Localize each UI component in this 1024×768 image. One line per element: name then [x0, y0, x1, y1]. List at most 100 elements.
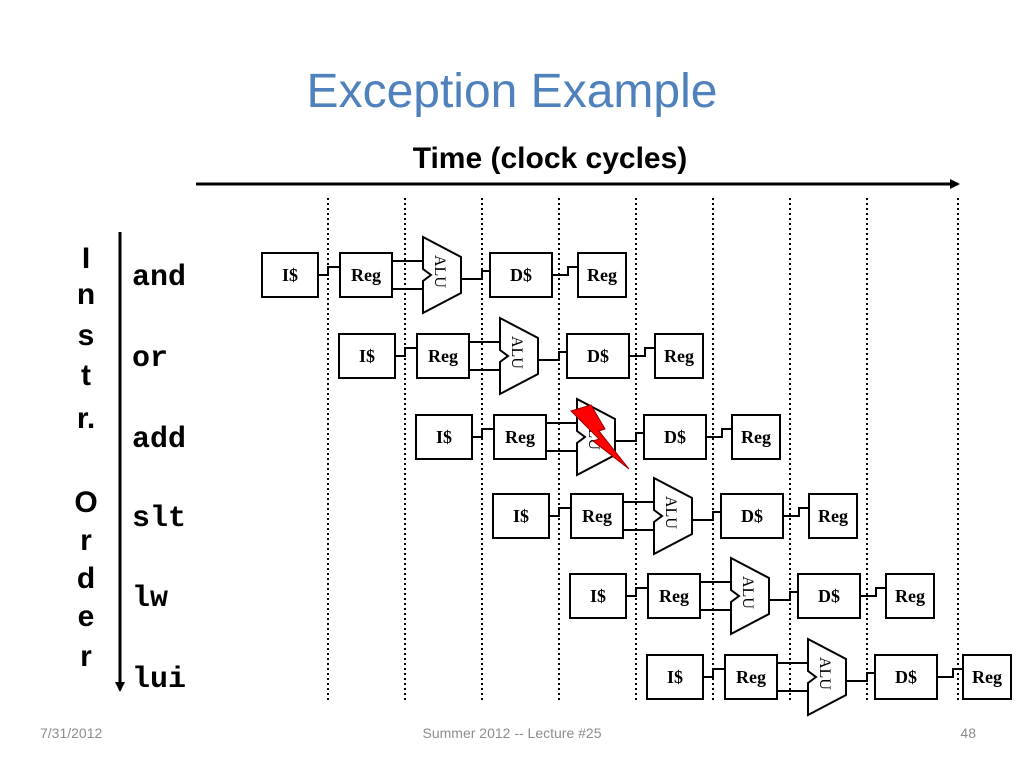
wire — [318, 266, 340, 276]
stage-fetch-label: I$ — [436, 427, 452, 447]
stage-memory — [720, 493, 784, 539]
stage-execute-label: ALU — [816, 657, 833, 690]
order-label-char: r — [80, 524, 92, 557]
instruction-label: lui — [132, 663, 186, 697]
stage-fetch — [261, 252, 319, 298]
instruction-label: or — [132, 342, 168, 376]
wire — [937, 668, 963, 678]
stage-decode-label: Reg — [351, 265, 381, 285]
stage-memory-label: D$ — [895, 667, 917, 687]
stage-writeback — [808, 493, 858, 539]
pipeline-rows: andI$RegALUD$RegorI$RegALUD$RegaddI$RegA… — [132, 235, 1012, 717]
stage-decode-label: Reg — [582, 506, 612, 526]
stage-memory-label: D$ — [510, 265, 532, 285]
stage-decode-label: Reg — [659, 586, 689, 606]
stage-memory-label: D$ — [741, 506, 763, 526]
stage-execute — [730, 556, 770, 636]
wire — [692, 511, 721, 521]
instruction-label: lw — [132, 582, 168, 616]
stage-execute — [653, 476, 693, 556]
stage-memory — [797, 573, 861, 619]
stage-execute-label: ALU — [431, 255, 448, 288]
stage-memory — [489, 252, 553, 298]
time-axis-label: Time (clock cycles) — [412, 142, 688, 175]
stage-decode-label: Reg — [736, 667, 766, 687]
stage-fetch — [338, 333, 396, 379]
stage-writeback — [962, 654, 1012, 700]
stage-execute — [807, 637, 847, 717]
stage-decode — [339, 252, 393, 298]
stage-decode-label: Reg — [505, 427, 535, 447]
stage-execute — [422, 235, 462, 315]
footer-lecture: Summer 2012 -- Lecture #25 — [422, 725, 602, 741]
wire — [706, 428, 732, 438]
stage-writeback — [577, 252, 627, 298]
stage-writeback-label: Reg — [741, 427, 771, 447]
stage-fetch-label: I$ — [590, 586, 606, 606]
stage-fetch-label: I$ — [359, 346, 375, 366]
order-label-char: e — [78, 600, 95, 633]
stage-fetch-label: I$ — [513, 506, 529, 526]
stage-writeback — [654, 333, 704, 379]
stage-fetch — [492, 493, 550, 539]
instruction-label: slt — [132, 502, 186, 536]
order-label-char: s — [78, 319, 95, 352]
instruction-label: add — [132, 423, 186, 457]
cycle-dividers — [327, 198, 959, 700]
slide-title: Exception Example — [306, 65, 718, 118]
wire — [549, 507, 571, 517]
stage-fetch-label: I$ — [667, 667, 683, 687]
stage-decode — [647, 573, 701, 619]
order-label-char: n — [77, 278, 95, 311]
order-label-char: I — [82, 242, 90, 275]
wire — [703, 668, 725, 678]
stage-execute — [499, 316, 539, 396]
stage-memory — [874, 654, 938, 700]
stage-memory — [566, 333, 630, 379]
stage-memory-label: D$ — [818, 586, 840, 606]
order-label-char: r. — [77, 402, 95, 435]
stage-decode — [493, 414, 547, 460]
wire — [629, 347, 655, 357]
order-label-char: t — [81, 359, 91, 392]
wire — [552, 266, 578, 276]
order-label-char: r — [80, 640, 92, 673]
wire — [395, 347, 417, 357]
stage-execute-label: ALU — [508, 336, 525, 369]
wire — [472, 428, 494, 438]
wire — [769, 591, 798, 601]
stage-writeback-label: Reg — [972, 667, 1002, 687]
wire — [846, 672, 875, 682]
wire — [538, 351, 567, 361]
stage-writeback — [885, 573, 935, 619]
stage-writeback-label: Reg — [818, 506, 848, 526]
footer-page-number: 48 — [960, 725, 976, 741]
stage-memory-label: D$ — [587, 346, 609, 366]
stage-fetch — [646, 654, 704, 700]
wire — [615, 432, 644, 442]
stage-fetch — [569, 573, 627, 619]
stage-fetch — [415, 414, 473, 460]
stage-fetch-label: I$ — [282, 265, 298, 285]
order-label-char: d — [77, 562, 95, 595]
footer-date: 7/31/2012 — [40, 725, 103, 741]
stage-writeback-label: Reg — [895, 586, 925, 606]
stage-decode — [416, 333, 470, 379]
wire — [626, 587, 648, 597]
order-label-char: O — [74, 486, 97, 519]
wire — [783, 507, 809, 517]
stage-decode — [724, 654, 778, 700]
wire — [461, 270, 490, 280]
stage-decode-label: Reg — [428, 346, 458, 366]
stage-memory — [643, 414, 707, 460]
stage-memory-label: D$ — [664, 427, 686, 447]
stage-writeback-label: Reg — [587, 265, 617, 285]
stage-execute-label: ALU — [662, 496, 679, 529]
